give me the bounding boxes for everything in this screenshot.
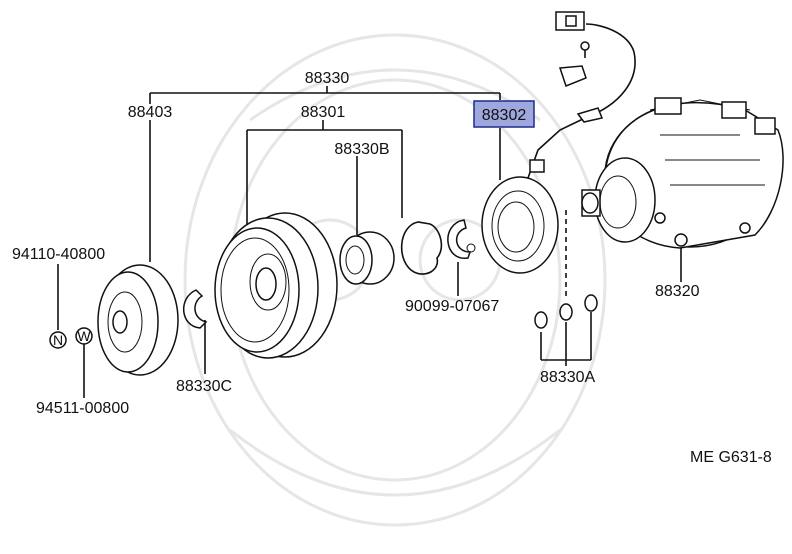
field-coil <box>481 117 586 274</box>
label-88403[interactable]: 88403 <box>128 104 173 121</box>
label-88330B[interactable]: 88330B <box>334 141 389 158</box>
retaining-ring <box>400 221 443 275</box>
label-88330A[interactable]: 88330A <box>540 369 595 386</box>
label-88330C[interactable]: 88330C <box>176 378 232 395</box>
clutch-hub-plate <box>97 264 179 376</box>
coil-wire-connector <box>555 11 636 123</box>
svg-text:N: N <box>53 332 63 348</box>
leader-lines <box>57 86 682 398</box>
label-94110-40800[interactable]: 94110-40800 <box>12 246 105 263</box>
highlight-88302 <box>473 100 535 128</box>
pulley-bearing <box>339 231 395 285</box>
snap-ring <box>447 219 476 259</box>
snap-ring-c <box>182 289 208 329</box>
pulley <box>214 212 338 359</box>
label-94511-00800[interactable]: 94511-00800 <box>36 400 129 417</box>
label-88320[interactable]: 88320 <box>655 283 700 300</box>
label-90099-07067[interactable]: 90099-07067 <box>405 298 499 315</box>
compressor-body <box>581 97 784 249</box>
nut-symbol: N <box>49 331 67 349</box>
label-88330[interactable]: 88330 <box>305 70 350 87</box>
callout-labels: 88330 88403 88301 88330B 88302 94110-408… <box>12 70 772 466</box>
svg-text:W: W <box>77 328 91 344</box>
label-88302[interactable]: 88302 <box>482 107 527 124</box>
label-88301[interactable]: 88301 <box>301 104 346 121</box>
footer-code: ME G631-8 <box>690 449 772 466</box>
shims <box>534 294 598 329</box>
washer-symbol: W <box>75 327 93 345</box>
